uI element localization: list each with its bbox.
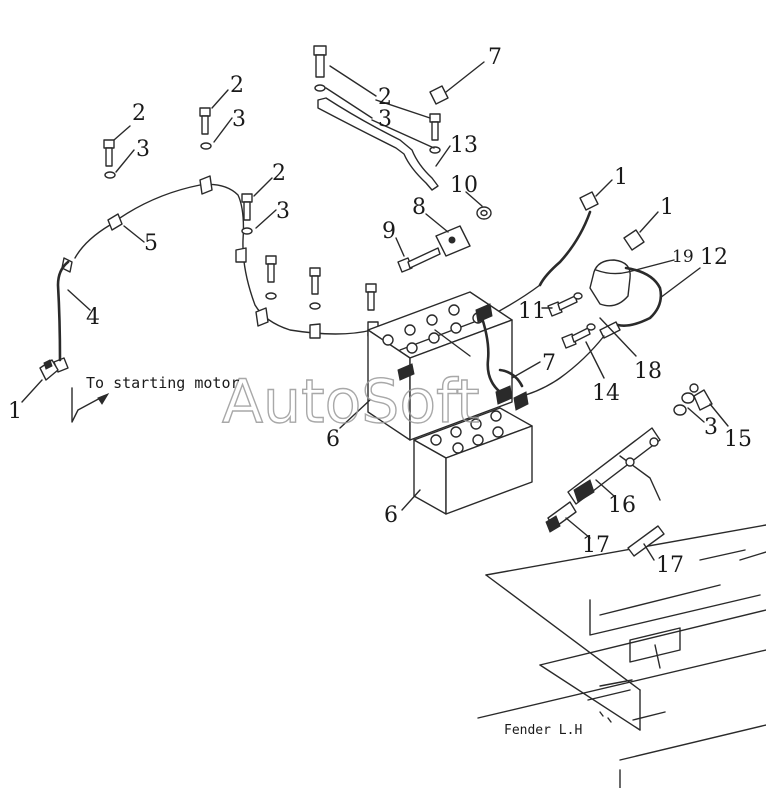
label-part-3: 3	[136, 137, 150, 162]
label-part-2: 2	[378, 85, 392, 110]
label-part-1: 1	[614, 165, 628, 190]
bolt-2-a	[103, 139, 116, 179]
cap-7-top	[429, 85, 449, 105]
strap-13	[317, 97, 439, 191]
bolt-2-b	[199, 107, 212, 150]
label-part-12: 12	[700, 245, 728, 270]
cable-4	[53, 183, 471, 373]
cable-terminal-1-top	[491, 191, 599, 316]
bolt-mid-3	[365, 283, 377, 311]
cable-12	[514, 266, 663, 399]
label-part-5: 5	[144, 231, 158, 256]
rod-16	[567, 427, 661, 505]
label-part-1: 1	[660, 195, 674, 220]
bolt-11	[547, 292, 583, 317]
label-part-6: 6	[384, 503, 398, 528]
bolt-mid-2	[309, 267, 321, 310]
label-part-3: 3	[276, 199, 290, 224]
label-part-3: 3	[232, 107, 246, 132]
bolt-2-e	[429, 113, 441, 154]
label-part-2: 2	[230, 73, 244, 98]
label-part-11: 11	[518, 299, 546, 324]
note-starting-motor: To starting motor	[86, 374, 240, 392]
label-part-9: 9	[382, 219, 396, 244]
rod-17-a	[545, 501, 577, 533]
nut-10	[476, 206, 492, 220]
label-part-2: 2	[272, 161, 286, 186]
label-part-7: 7	[542, 351, 556, 376]
bolt-9	[397, 247, 441, 273]
label-part-18: 18	[634, 359, 662, 384]
bolt-2-c	[241, 193, 253, 235]
washer-3-15	[673, 383, 713, 416]
rod-17-b	[627, 525, 665, 557]
fender-lh	[477, 524, 766, 788]
label-part-1: 1	[8, 399, 22, 424]
part-number-labels: 1 2 3 2 3 4 5 2 3 7 2 3 13 10 8 9 1 1 19…	[8, 45, 752, 578]
label-part-15: 15	[724, 427, 752, 452]
label-part-14: 14	[592, 381, 620, 406]
label-part-16: 16	[608, 493, 636, 518]
terminal-1-left	[39, 359, 59, 381]
label-part-7: 7	[488, 45, 502, 70]
bolt-2-d	[313, 45, 327, 92]
bolt-14	[561, 323, 596, 349]
label-part-10: 10	[450, 173, 478, 198]
bracket-8	[435, 225, 471, 257]
jumper-7	[478, 310, 524, 394]
battery-6-lower	[413, 385, 533, 515]
label-part-6: 6	[326, 427, 340, 452]
label-part-17: 17	[656, 553, 684, 578]
label-part-3: 3	[704, 415, 718, 440]
label-part-13: 13	[450, 133, 478, 158]
leader-lines	[21, 61, 729, 561]
bolt-mid-1	[265, 255, 277, 300]
cover-19	[589, 259, 631, 307]
label-part-17: 17	[582, 533, 610, 558]
watermark: AutoSoft	[222, 367, 480, 437]
starting-motor-arrow	[71, 387, 110, 423]
label-part-4: 4	[86, 305, 100, 330]
cap-1-right	[623, 229, 645, 251]
label-part-19: 19	[672, 247, 694, 267]
label-part-2: 2	[132, 101, 146, 126]
battery-6-upper	[367, 291, 513, 441]
label-part-3: 3	[378, 107, 392, 132]
label-part-8: 8	[412, 195, 426, 220]
note-fender: Fender L.H	[504, 723, 582, 738]
